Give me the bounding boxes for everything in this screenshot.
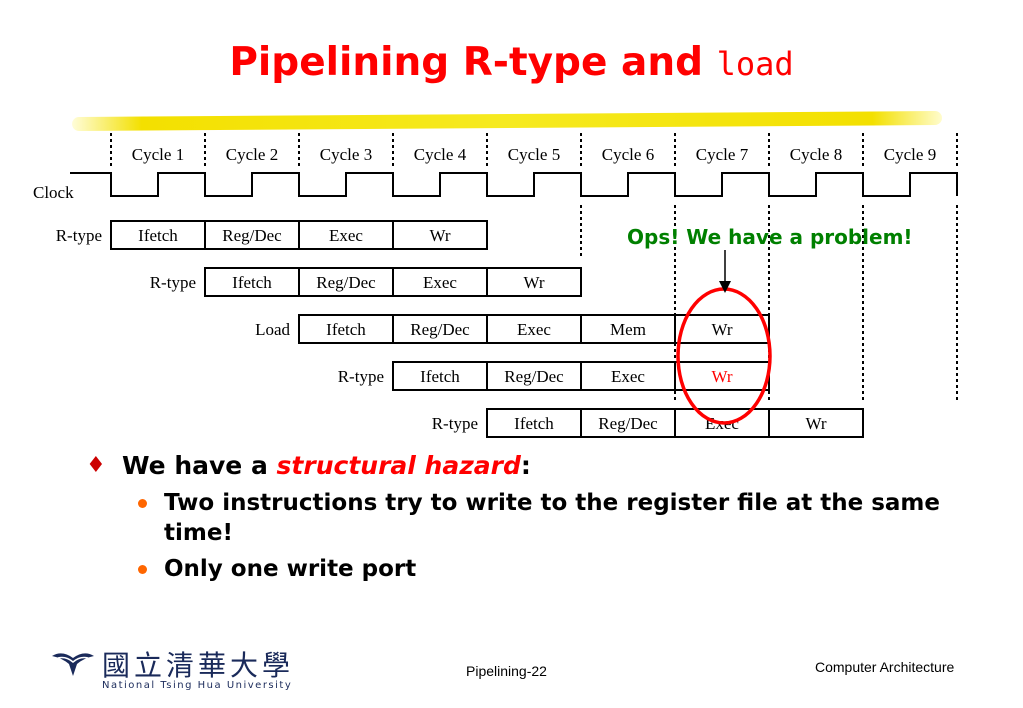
pipeline-stage-box — [298, 267, 394, 297]
page-number: Pipelining-22 — [466, 663, 547, 679]
clock-waveform — [70, 172, 958, 197]
cycle-label: Cycle 4 — [414, 145, 467, 164]
pipeline-stage-label: Reg/Dec — [410, 320, 470, 339]
cycle-label: Cycle 2 — [226, 145, 278, 164]
pipeline-stage-box — [580, 314, 676, 344]
pipeline-stage-label: Reg/Dec — [222, 226, 282, 245]
instruction-label: Load — [255, 320, 290, 339]
title-main-text: Pipelining R-type and — [229, 40, 717, 85]
pipeline-stage-label: Wr — [429, 226, 450, 245]
dot-bullet-icon — [138, 565, 147, 574]
dot-bullet-icon — [138, 499, 147, 508]
bullet-main-prefix: We have a — [122, 451, 277, 480]
university-logo: 國立清華大學 National Tsing Hua University — [50, 640, 293, 695]
sub-bullet-text: Two instructions try to write to the reg… — [164, 490, 940, 546]
bullet-main-suffix: : — [520, 451, 531, 480]
logo-chinese-name: 國立清華大學 — [102, 649, 295, 682]
diamond-bullet-icon: ♦ — [86, 453, 106, 478]
pipeline-stage-box — [674, 361, 770, 391]
annotation-arrow-head — [719, 281, 731, 293]
course-name: Computer Architecture — [815, 659, 955, 675]
pipeline-stage-label: Wr — [711, 320, 732, 339]
pipeline-stage-label: Ifetch — [514, 414, 554, 433]
pipeline-stage-box — [486, 314, 582, 344]
pipeline-stage-label: Wr — [523, 273, 544, 292]
bullet-list: ♦ We have a structural hazard: Two instru… — [80, 450, 940, 584]
sub-bullet-two-writes: Two instructions try to write to the reg… — [80, 488, 940, 548]
bullet-main-emphasis: structural hazard — [276, 451, 521, 480]
pipeline-stage-box — [204, 267, 300, 297]
pipeline-stage-label: Exec — [611, 367, 645, 386]
pipeline-stage-label: Wr — [711, 367, 732, 386]
pipeline-stage-label: Ifetch — [420, 367, 460, 386]
pipeline-stage-box — [486, 361, 582, 391]
pipeline-stage-box — [486, 267, 582, 297]
pipeline-stage-box — [298, 314, 394, 344]
pipeline-stage-box — [110, 220, 206, 250]
pipeline-stage-box — [768, 408, 864, 438]
instruction-label: R-type — [432, 414, 478, 433]
instruction-label: R-type — [56, 226, 102, 245]
instruction-label: R-type — [338, 367, 384, 386]
pipeline-stage-box — [392, 267, 488, 297]
pipeline-stage-label: Ifetch — [232, 273, 272, 292]
pipeline-stage-label: Mem — [610, 320, 646, 339]
cycle-label: Cycle 8 — [790, 145, 842, 164]
title-code-text: load — [716, 45, 794, 83]
cycle-label: Cycle 9 — [884, 145, 936, 164]
instruction-label: R-type — [150, 273, 196, 292]
slide-title: Pipelining R-type and load — [0, 40, 1023, 85]
cycle-label: Cycle 6 — [602, 145, 654, 164]
cycle-label: Cycle 7 — [696, 145, 749, 164]
cycle-label: Cycle 3 — [320, 145, 372, 164]
cycle-label: Cycle 1 — [132, 145, 184, 164]
pipeline-diagram: Cycle 1 Cycle 2 Cycle 3 Cycle 4 Cycle 5 Cycle… — [33, 133, 958, 438]
pipeline-stage-box — [392, 220, 488, 250]
pipeline-stage-label: Exec — [329, 226, 363, 245]
pipeline-stage-box — [674, 314, 770, 344]
bullet-structural-hazard: ♦ We have a structural hazard: — [80, 450, 940, 482]
pipeline-stage-label: Reg/Dec — [316, 273, 376, 292]
pipeline-stage-label: Wr — [805, 414, 826, 433]
problem-annotation: Ops! We have a problem! — [627, 225, 913, 249]
sub-bullet-text: Only one write port — [164, 556, 417, 582]
pipeline-stage-label: Reg/Dec — [504, 367, 564, 386]
clock-label: Clock — [33, 183, 74, 202]
nthu-logo-icon — [52, 653, 94, 676]
pipeline-stage-box — [580, 361, 676, 391]
pipeline-stage-box — [580, 408, 676, 438]
sub-bullet-one-port: Only one write port — [80, 554, 940, 584]
pipeline-stage-label: Ifetch — [326, 320, 366, 339]
pipeline-stage-box — [392, 361, 488, 391]
pipeline-stage-label: Exec — [423, 273, 457, 292]
pipeline-stage-label: Exec — [517, 320, 551, 339]
pipeline-stage-label: Ifetch — [138, 226, 178, 245]
cycle-label: Cycle 5 — [508, 145, 560, 164]
logo-english-name: National Tsing Hua University — [102, 680, 293, 691]
conflict-circle — [676, 287, 772, 425]
pipeline-stage-label: Reg/Dec — [598, 414, 658, 433]
pipeline-stage-box — [204, 220, 300, 250]
